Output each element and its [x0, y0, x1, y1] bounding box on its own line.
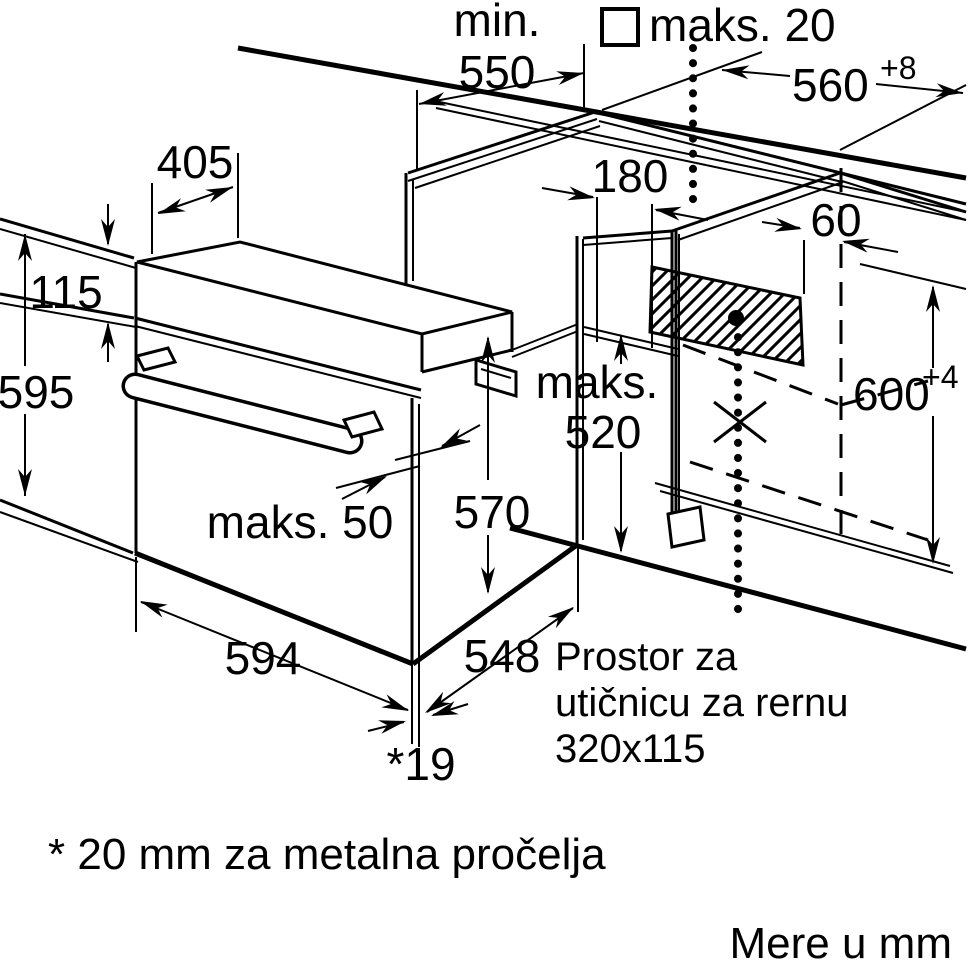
dimension-arrowhead — [481, 567, 495, 594]
dimension-arrowhead — [556, 71, 584, 85]
dimension-arrowhead — [158, 198, 186, 214]
dimension-arrowhead — [419, 92, 447, 106]
dimension-arrowhead — [481, 336, 495, 363]
dim-oven-width: 594 — [225, 632, 302, 684]
socket-note-line2: utičnicu za rernu — [555, 681, 848, 725]
dim-worktop-depth-value: 550 — [459, 46, 536, 98]
dim-offset-180: 180 — [592, 150, 669, 202]
dimension-arrowhead — [547, 607, 574, 629]
handle-bracket-left — [134, 346, 178, 372]
dim-oven-height: 595 — [0, 366, 74, 418]
footnote: * 20 mm za metalna pročelja — [48, 830, 606, 879]
socket-area-hatch — [648, 265, 805, 367]
arrowheads — [18, 65, 963, 734]
dim-worktop-depth-label: min. — [454, 0, 541, 46]
dimension-arrowhead — [378, 720, 406, 734]
dimension-arrowhead — [614, 334, 628, 361]
dimension-arrowhead — [140, 601, 168, 618]
partition-foot — [666, 505, 706, 549]
socket-note-line1: Prostor za — [555, 635, 738, 679]
dimension-arrowhead — [440, 428, 467, 448]
dimension-arrowhead — [722, 65, 750, 80]
dimension-arrowhead — [567, 186, 595, 201]
dimension-arrowhead — [205, 187, 233, 203]
socket-note-line3: 320x115 — [555, 727, 706, 771]
dimension-arrowhead — [614, 526, 628, 553]
niche-interior — [511, 44, 929, 618]
dim-body-depth: 548 — [464, 630, 541, 682]
handle-bracket-right — [341, 410, 385, 439]
dim-handle-protrusion: maks. 50 — [207, 496, 394, 548]
dimension-arrowhead — [18, 469, 32, 496]
oven-top-face — [136, 240, 513, 336]
dimension-arrowhead — [842, 238, 870, 253]
dimension-arrowhead — [774, 217, 802, 232]
dimension-arrowhead — [431, 701, 459, 716]
floor-lines — [0, 482, 967, 652]
units-note: Mere u mm — [730, 919, 952, 968]
dim-oven-depth: 570 — [454, 486, 531, 538]
dimension-arrowhead — [654, 206, 682, 221]
dim-niche-width: 560 — [792, 59, 869, 111]
oven — [121, 240, 579, 747]
dim-socket-offset-60: 60 — [810, 194, 861, 246]
dim-niche-height: 600 — [853, 368, 930, 420]
dim-rear-gap: maks. 20 — [649, 0, 836, 51]
dimension-arrowhead — [926, 285, 940, 312]
dim-inner-height-label: maks. — [536, 356, 659, 408]
dimension-arrowhead — [425, 691, 452, 713]
dim-panel-height: 115 — [29, 266, 102, 318]
dimension-arrowhead — [18, 234, 32, 261]
dim-door-front-thickness: *19 — [386, 738, 455, 790]
dimension-arrowhead — [359, 476, 387, 495]
dim-niche-height-tolerance: +4 — [922, 359, 958, 395]
vent-box — [474, 357, 518, 399]
dim-inner-height-value: 520 — [565, 406, 642, 458]
dimension-arrowhead — [935, 83, 963, 98]
dimension-arrowhead — [381, 694, 409, 711]
square-symbol-icon — [600, 7, 640, 47]
dimension-arrowhead — [101, 322, 115, 349]
dimension-arrowhead — [926, 537, 940, 564]
dimension-arrowhead — [101, 219, 115, 246]
dim-niche-width-tolerance: +8 — [880, 50, 916, 86]
dim-top-depth: 405 — [157, 136, 234, 188]
